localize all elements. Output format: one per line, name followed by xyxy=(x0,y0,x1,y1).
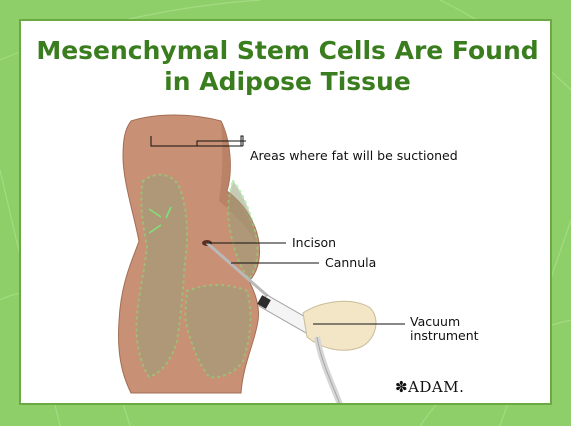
liposuction-illustration xyxy=(21,21,552,405)
incision-label: Incison xyxy=(292,236,336,250)
gloved-hand xyxy=(303,301,376,350)
slide-frame: Mesenchymal Stem Cells Are Found in Adip… xyxy=(19,19,552,405)
areas-label: Areas where fat will be suctioned xyxy=(250,149,458,163)
adam-logo: ✽ADAM. xyxy=(395,378,464,396)
adam-logo-icon: ✽ xyxy=(395,378,408,396)
vacuum-label-line1: Vacuum xyxy=(410,315,460,329)
vacuum-label-line2: instrument xyxy=(410,329,479,343)
cannula-label: Cannula xyxy=(325,256,376,270)
